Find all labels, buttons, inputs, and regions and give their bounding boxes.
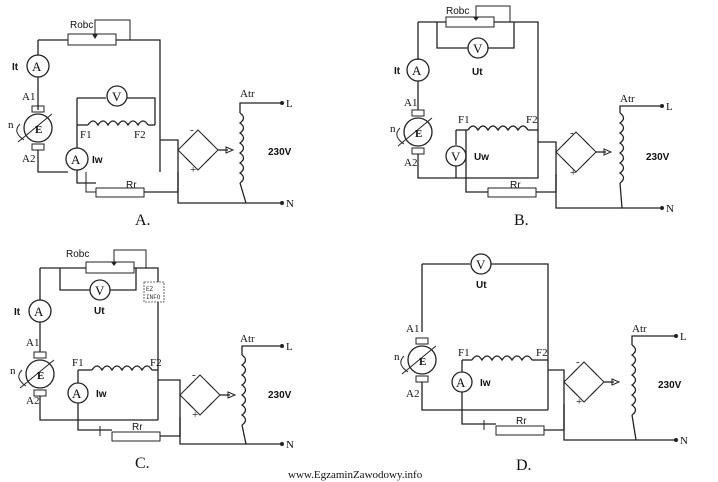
svg-text:A1: A1 bbox=[404, 97, 417, 109]
svg-text:Atr: Atr bbox=[240, 333, 255, 345]
diagram-c: Robc V Ut EZ INFO A It A1 E n A2 F1 F2 A… bbox=[10, 249, 294, 472]
svg-text:F2: F2 bbox=[150, 357, 162, 369]
footer-url: www.EgzaminZawodowy.info bbox=[288, 469, 423, 481]
rr-resistor bbox=[495, 425, 545, 436]
variant-label-b: B. bbox=[514, 212, 529, 229]
svg-text:INFO: INFO bbox=[146, 294, 161, 301]
svg-text:N: N bbox=[666, 203, 674, 215]
svg-text:F2: F2 bbox=[526, 114, 538, 126]
svg-text:Rr: Rr bbox=[126, 180, 137, 191]
svg-text:F2: F2 bbox=[536, 347, 548, 359]
svg-text:A2: A2 bbox=[22, 153, 35, 165]
robc-resistor bbox=[85, 261, 135, 274]
svg-text:Robc: Robc bbox=[66, 249, 89, 260]
svg-text:L: L bbox=[286, 341, 293, 353]
svg-text:A1: A1 bbox=[22, 91, 35, 103]
svg-text:230V: 230V bbox=[268, 390, 292, 401]
svg-text:A: A bbox=[456, 375, 466, 390]
svg-text:F1: F1 bbox=[458, 347, 470, 359]
diagram-d: V Ut A1 E n A2 F1 F2 A Iw Rr - + Atr bbox=[394, 253, 688, 474]
svg-text:Ut: Ut bbox=[472, 67, 483, 78]
variant-label-d: D. bbox=[516, 457, 532, 474]
svg-text:V: V bbox=[95, 283, 105, 298]
variant-label-c: C. bbox=[135, 455, 150, 472]
svg-text:Ut: Ut bbox=[94, 306, 105, 317]
svg-text:V: V bbox=[112, 89, 122, 104]
svg-text:Iw: Iw bbox=[96, 389, 107, 400]
svg-text:Atr: Atr bbox=[240, 88, 255, 100]
svg-text:n: n bbox=[390, 123, 396, 135]
svg-text:Rr: Rr bbox=[510, 180, 521, 191]
svg-text:A2: A2 bbox=[404, 157, 417, 169]
svg-text:A1: A1 bbox=[406, 323, 419, 335]
svg-text:Atr: Atr bbox=[632, 323, 647, 335]
svg-text:A2: A2 bbox=[26, 395, 39, 407]
diagram-a: Robc A It A1 E n A2 V F1 F2 A Iw Rr bbox=[8, 19, 294, 229]
svg-text:N: N bbox=[286, 439, 294, 451]
svg-text:+: + bbox=[192, 409, 198, 421]
svg-text:A: A bbox=[71, 152, 81, 167]
svg-text:A1: A1 bbox=[26, 337, 39, 349]
robc-label: Robc bbox=[70, 20, 93, 31]
svg-text:V: V bbox=[451, 149, 461, 164]
variant-label-a: A. bbox=[135, 212, 151, 229]
svg-text:+: + bbox=[576, 396, 582, 408]
svg-text:A2: A2 bbox=[406, 388, 419, 400]
rr-resistor bbox=[111, 431, 161, 442]
svg-text:+: + bbox=[190, 164, 196, 176]
svg-text:F1: F1 bbox=[72, 357, 84, 369]
svg-text:F1: F1 bbox=[458, 114, 470, 126]
svg-text:Ut: Ut bbox=[476, 280, 487, 291]
svg-text:230V: 230V bbox=[268, 147, 292, 158]
svg-text:n: n bbox=[8, 119, 14, 131]
svg-text:n: n bbox=[10, 365, 16, 377]
robc-resistor bbox=[67, 33, 117, 46]
svg-text:F1: F1 bbox=[80, 129, 92, 141]
rr-resistor bbox=[95, 187, 145, 198]
svg-text:230V: 230V bbox=[646, 152, 670, 163]
svg-text:It: It bbox=[394, 66, 401, 77]
watermark-stamp bbox=[143, 281, 165, 303]
svg-text:Atr: Atr bbox=[620, 93, 635, 105]
robc-resistor bbox=[445, 16, 495, 28]
svg-text:A: A bbox=[34, 304, 44, 319]
svg-text:-: - bbox=[190, 124, 194, 136]
svg-text:V: V bbox=[476, 257, 486, 272]
svg-text:-: - bbox=[570, 127, 574, 139]
diagram-b: Robc V Ut A It A1 E n A2 F1 F2 V Uw Rr - bbox=[390, 5, 674, 229]
svg-text:+: + bbox=[570, 167, 576, 179]
svg-text:E: E bbox=[415, 128, 422, 140]
svg-text:L: L bbox=[666, 101, 673, 113]
svg-text:F2: F2 bbox=[134, 129, 146, 141]
svg-text:A: A bbox=[32, 59, 42, 74]
svg-text:N: N bbox=[680, 435, 688, 447]
svg-text:Iw: Iw bbox=[480, 378, 491, 389]
svg-text:Robc: Robc bbox=[446, 6, 469, 17]
svg-text:It: It bbox=[12, 62, 19, 73]
svg-text:A: A bbox=[412, 63, 422, 78]
svg-text:-: - bbox=[576, 356, 580, 368]
svg-text:N: N bbox=[286, 198, 294, 210]
svg-text:Rr: Rr bbox=[132, 422, 143, 433]
svg-text:A: A bbox=[72, 386, 82, 401]
svg-text:V: V bbox=[473, 41, 483, 56]
svg-text:It: It bbox=[14, 307, 21, 318]
svg-text:-: - bbox=[192, 369, 196, 381]
svg-text:L: L bbox=[286, 98, 293, 110]
svg-text:L: L bbox=[680, 331, 687, 343]
svg-text:E: E bbox=[35, 124, 42, 136]
svg-text:Iw: Iw bbox=[92, 155, 103, 166]
svg-text:n: n bbox=[394, 351, 400, 363]
svg-text:Uw: Uw bbox=[474, 152, 489, 163]
svg-text:Rr: Rr bbox=[516, 416, 527, 427]
svg-text:E: E bbox=[37, 370, 44, 382]
svg-text:EZ: EZ bbox=[146, 286, 154, 293]
voltmeter-a bbox=[106, 85, 128, 107]
svg-text:230V: 230V bbox=[658, 380, 682, 391]
svg-text:E: E bbox=[419, 356, 426, 368]
